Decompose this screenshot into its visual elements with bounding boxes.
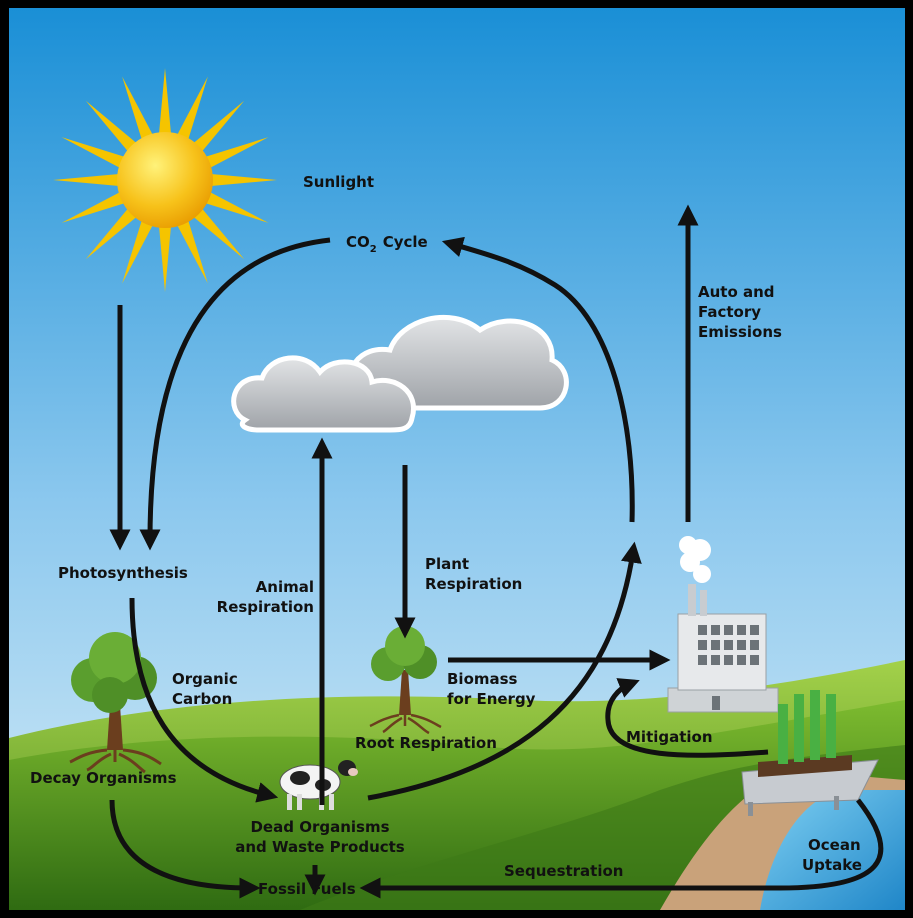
label-fossil-fuels: Fossil Fuels [258,880,356,898]
sun-icon [53,68,277,292]
arrow-organic-carbon [129,597,279,803]
label-animal-respiration: Respiration [217,598,314,616]
arrow-decay-to-fossil [109,799,261,899]
arrow-mitigation [605,678,769,758]
label-for-energy: for Energy [447,690,536,708]
label-dead-organisms: Dead Organisms [250,818,389,836]
label-plant: Plant [425,555,469,573]
label-auto: Auto and [698,283,775,301]
label-root-respiration: Root Respiration [355,734,497,752]
label-sequestration: Sequestration [504,862,623,880]
label-organic: Organic [172,670,238,688]
factory-icon [667,584,779,713]
label-uptake: Uptake [802,856,862,874]
flow-arrows [109,204,884,899]
label-photosynthesis: Photosynthesis [58,564,188,582]
label-animal: Animal [256,578,314,596]
label-emissions: Emissions [698,323,782,341]
label-biomass: Biomass [447,670,518,688]
cloud-icon [231,314,569,433]
label-decay-organisms: Decay Organisms [30,769,177,787]
ocean [760,790,905,910]
arrow-co2-to-photosynthesis [139,237,331,551]
label-plant-respiration: Respiration [425,575,522,593]
label-waste-products: and Waste Products [235,838,405,856]
smoke-icon [679,536,711,583]
label-ocean: Ocean [808,836,861,854]
label-mitigation: Mitigation [626,728,713,746]
label-sunlight: Sunlight [303,173,374,191]
arrow-cow-to-factory [367,541,642,801]
label-carbon: Carbon [172,690,232,708]
arrow-ocean-sequestration [359,798,884,899]
label-factory: Factory [698,303,761,321]
arrow-emissions-to-co2 [441,236,635,523]
